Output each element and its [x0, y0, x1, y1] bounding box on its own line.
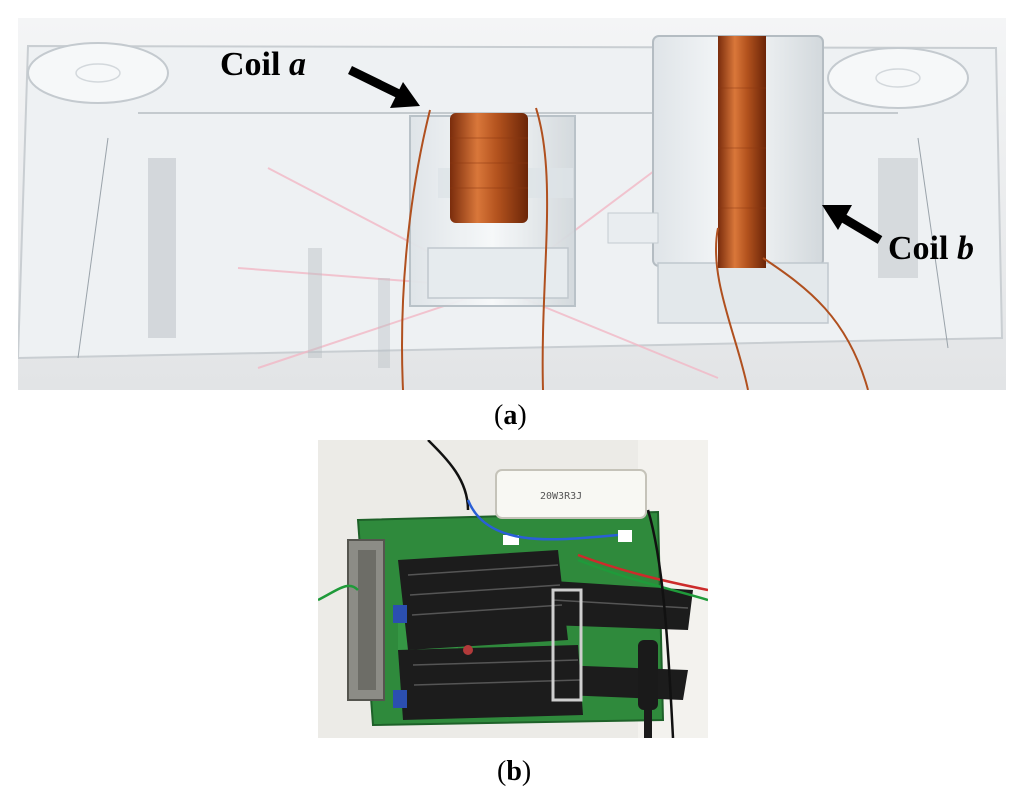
photo-circuit-board	[318, 440, 708, 738]
photo-circuit-board-drawing	[318, 440, 708, 738]
photo-coils	[18, 18, 1006, 390]
power-resistor	[495, 469, 647, 519]
resistor-marking: 20W3R3J	[540, 491, 583, 502]
coil-a-label: Coil a	[220, 46, 306, 83]
caption-b: (b)	[497, 756, 532, 787]
arrow-coil-a	[348, 65, 420, 108]
caption-a: (a)	[494, 400, 527, 431]
photo-coils-drawing	[18, 18, 1006, 390]
coil-b-label: Coil b	[888, 230, 974, 267]
coil-a-variable: a	[288, 46, 306, 83]
arrow-coil-b	[822, 205, 883, 244]
coil-b-variable: b	[956, 230, 974, 267]
